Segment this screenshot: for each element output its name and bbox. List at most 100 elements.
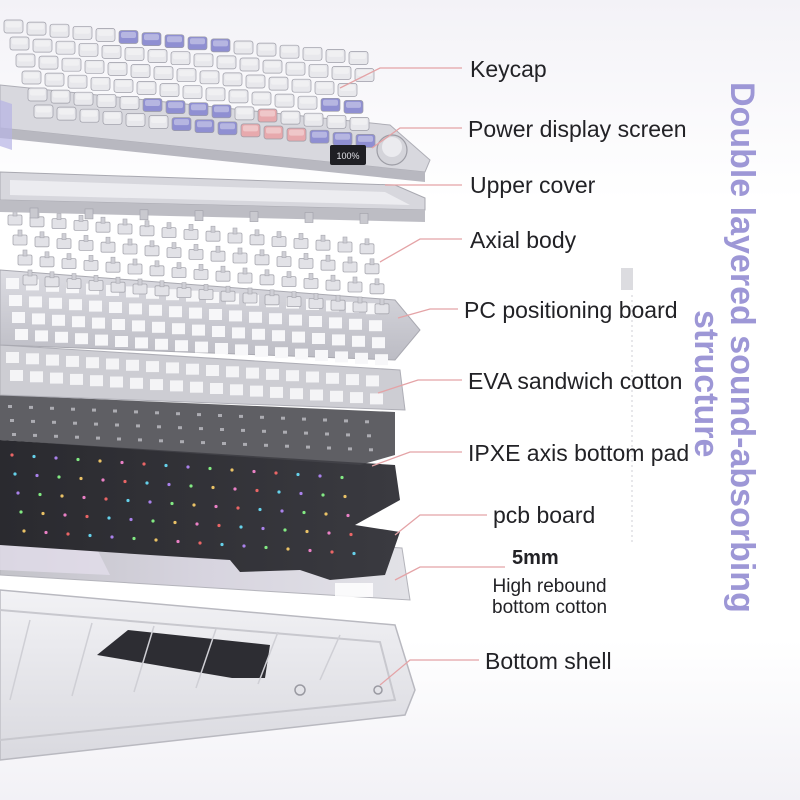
- pcb-led: [126, 498, 130, 503]
- ipxe-pad-hole: [348, 447, 352, 451]
- keycap-highlight: [196, 55, 211, 62]
- bottom-shell-rib: [257, 631, 279, 685]
- pcb-led: [195, 522, 199, 526]
- keycap: [245, 74, 266, 89]
- pcb-led: [330, 550, 334, 554]
- keycap: [67, 74, 88, 89]
- switch-stem: [39, 231, 45, 239]
- keycap-highlight: [312, 131, 327, 138]
- pcb-led: [142, 462, 146, 466]
- pc-board-switch-hole: [315, 350, 328, 361]
- switch-housing: [242, 292, 258, 304]
- keycap: [21, 70, 42, 85]
- keycap: [102, 110, 123, 125]
- switch-housing: [44, 276, 60, 288]
- keycap-highlight: [311, 65, 326, 72]
- pc-board-switch-hole: [95, 334, 108, 346]
- pcb-led: [192, 503, 196, 507]
- keycap: [233, 40, 254, 55]
- switch-housing: [176, 287, 192, 299]
- pc-board-switch-hole: [49, 297, 62, 309]
- switch-housing: [105, 261, 121, 273]
- eva-cotton-cutout: [210, 383, 223, 394]
- keycap: [331, 66, 352, 80]
- switch-stem: [330, 274, 336, 282]
- switch-stem: [56, 213, 62, 220]
- keycap: [136, 81, 157, 95]
- keycap-highlight: [128, 114, 143, 121]
- switch-stem: [259, 249, 265, 257]
- keycap-highlight: [231, 91, 246, 98]
- ipxe-pad-hole: [241, 428, 245, 432]
- leader-line-lbl-0: [339, 67, 462, 89]
- bottom-shell-rib: [9, 619, 31, 701]
- eva-cotton-cutout: [266, 368, 279, 380]
- switch-stem: [215, 245, 221, 253]
- keycap-highlight: [358, 135, 373, 142]
- pc-board-switch-hole: [29, 296, 42, 308]
- switch-stem: [176, 262, 182, 269]
- sublabel-line-1: High rebound: [492, 576, 607, 597]
- keycap: [303, 112, 324, 127]
- keycap: [217, 121, 238, 136]
- keycap: [326, 114, 347, 129]
- keycap-highlight: [104, 46, 119, 53]
- switch-stem: [154, 260, 160, 268]
- switch-stem: [303, 253, 309, 260]
- keycap: [263, 125, 284, 140]
- label-power-display-screen: Power display screen: [468, 116, 687, 142]
- pcb-led: [286, 547, 290, 551]
- keycap-highlight: [254, 93, 269, 100]
- eva-cotton-cutout: [10, 370, 23, 381]
- keycap: [49, 23, 70, 38]
- keycap: [38, 55, 59, 70]
- eva-cotton-cutout: [346, 374, 359, 386]
- upper-cover-clip: [84, 208, 94, 220]
- keycap: [239, 57, 260, 72]
- pc-board-switch-hole: [69, 299, 82, 311]
- ipxe-pad-hole: [138, 438, 142, 442]
- switch-housing: [188, 248, 204, 260]
- keycap: [320, 97, 341, 112]
- keycap: [262, 59, 283, 74]
- ipxe-pad-hole: [220, 428, 224, 431]
- bottom-shell-body: [0, 589, 416, 761]
- pcb-led: [123, 479, 127, 484]
- layer-pcb-board: [0, 440, 400, 580]
- pcb-led: [57, 475, 61, 479]
- eva-cotton-cutout: [130, 377, 143, 389]
- keycap-highlight: [346, 101, 361, 108]
- switch-stem: [198, 264, 204, 271]
- pcb-led: [85, 514, 89, 519]
- bottom-shell-rim: [0, 608, 397, 742]
- switch-housing: [7, 214, 23, 226]
- keycap: [285, 61, 306, 76]
- switch-stem: [149, 240, 155, 248]
- pcb-led: [239, 525, 243, 529]
- switch-stem: [286, 271, 292, 278]
- keycap-highlight: [133, 66, 148, 72]
- ipxe-pad-hole: [31, 419, 35, 423]
- switch-stem: [49, 271, 55, 279]
- ipxe-pad-hole: [29, 405, 33, 409]
- pcb-led: [154, 538, 158, 542]
- keyboard-case-side: [0, 128, 425, 182]
- switch-stem: [193, 244, 199, 251]
- switch-housing: [95, 221, 111, 233]
- switch-stem: [71, 273, 77, 280]
- eva-cotton-cutout: [150, 379, 163, 391]
- title-line-1: Double layered sound-absorbing: [723, 82, 761, 613]
- keycap-highlight: [121, 32, 136, 38]
- eva-cotton-cutout: [166, 362, 179, 374]
- keycap: [216, 55, 237, 70]
- ipxe-pad-hole: [367, 434, 371, 438]
- keycap: [26, 21, 47, 36]
- leader-line-lbl-3: [379, 238, 462, 263]
- keycap: [194, 119, 215, 134]
- keycap: [297, 95, 318, 110]
- bottom-cotton-cutout: [335, 583, 373, 597]
- keycap-highlight: [197, 121, 212, 128]
- switch-housing: [83, 259, 99, 271]
- switch-housing: [193, 268, 209, 280]
- switch-housing: [166, 247, 182, 259]
